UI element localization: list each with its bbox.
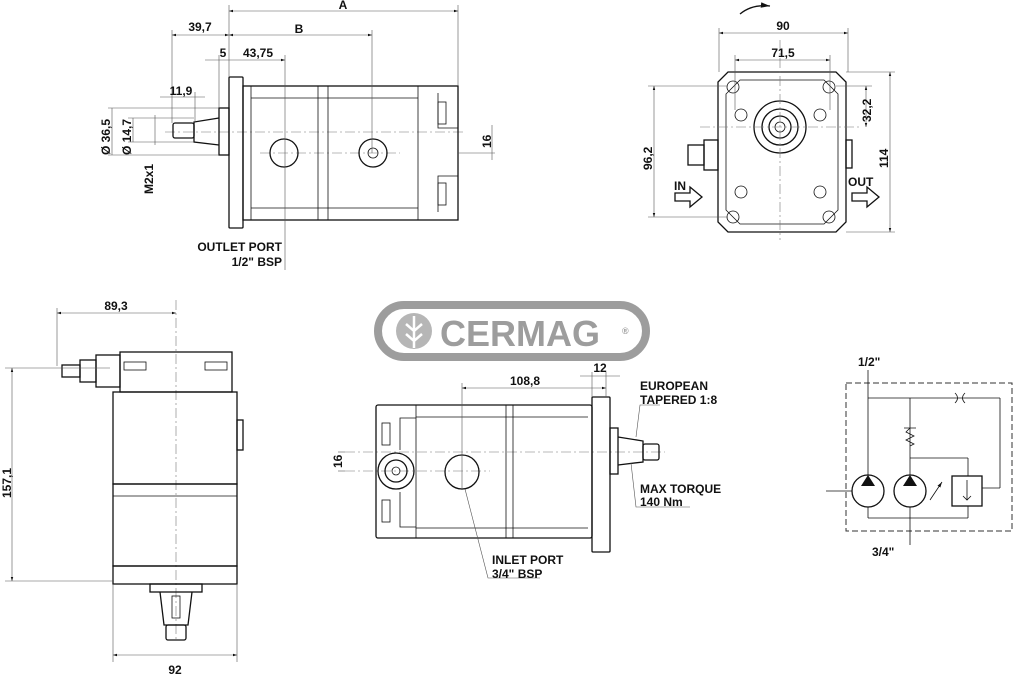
dim-12: 12 — [593, 361, 607, 375]
logo-text: CERMAG — [440, 313, 600, 354]
inlet-port-size: 3/4" BSP — [492, 567, 542, 581]
outlet-port-label: OUTLET PORT — [197, 240, 282, 254]
out-arrow-icon — [851, 185, 881, 209]
dim-16-bottom: 16 — [331, 454, 345, 468]
dim-diameter-36-5: Ø 36,5 — [99, 119, 113, 155]
dim-43-75: 43,75 — [243, 46, 273, 60]
rotation-arrow-icon — [739, 2, 771, 15]
dim-89-3: 89,3 — [104, 299, 128, 313]
top-side-view: A B 39,7 5 43,75 11,9 Ø 36,5 Ø 14,7 M2x1… — [99, 0, 495, 270]
in-arrow-icon — [674, 185, 704, 209]
dim-90: 90 — [776, 19, 790, 33]
cermag-logo: CERMAG ® — [374, 301, 650, 361]
out-label: OUT — [848, 175, 874, 189]
max-torque-label: MAX TORQUE — [640, 482, 721, 496]
end-view: 89,3 157,1 92 — [0, 299, 244, 677]
dim-32-2: 32,2 — [860, 98, 874, 122]
dim-b: B — [295, 22, 304, 36]
outlet-port — [269, 138, 299, 168]
dim-11-9: 11,9 — [170, 84, 193, 98]
hydraulic-schematic: 1/2" 3/4" — [826, 355, 1013, 559]
schematic-port-bottom: 3/4" — [872, 545, 894, 559]
logo-registered: ® — [622, 326, 629, 336]
dim-39-7: 39,7 — [188, 20, 212, 34]
dim-16: 16 — [480, 134, 494, 148]
shaft-taper-label: TAPERED 1:8 — [640, 393, 717, 407]
in-label: IN — [674, 179, 686, 193]
shaft-label: EUROPEAN — [640, 379, 708, 393]
bottom-side-view: 108,8 12 16 EUROPEAN TAPERED 1:8 MAX TOR… — [331, 361, 721, 581]
dim-108-8: 108,8 — [510, 374, 540, 388]
dim-diameter-14-7: Ø 14,7 — [120, 119, 134, 155]
dim-92: 92 — [168, 663, 182, 677]
dim-a: A — [339, 0, 348, 12]
inlet-port-label: INLET PORT — [492, 553, 564, 567]
front-view: 90 71,5 96,2 114 32,2 IN OUT — [641, 2, 895, 240]
dim-71-5: 71,5 — [771, 46, 795, 60]
dim-96-2: 96,2 — [641, 146, 655, 170]
max-torque-value: 140 Nm — [640, 495, 683, 509]
dim-114: 114 — [877, 148, 891, 168]
dim-157-1: 157,1 — [0, 468, 14, 498]
thread-label: M2x1 — [142, 164, 156, 194]
schematic-port-top: 1/2" — [858, 355, 880, 369]
dim-5: 5 — [220, 46, 227, 60]
outlet-port-size: 1/2" BSP — [232, 255, 282, 269]
